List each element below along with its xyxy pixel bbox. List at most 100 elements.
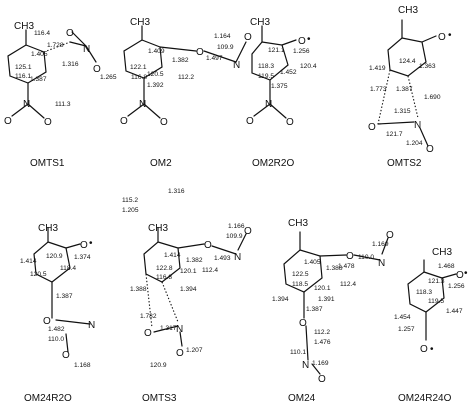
om24r2o-v9: 1.168 [74, 362, 91, 369]
omts1-nitro-o1 [27, 103, 45, 119]
om24r2o-v7: 1.482 [48, 326, 65, 333]
structure-om24: CH3 O N O O N O 1.169 110.0 1.478 1.405 … [272, 218, 394, 404]
om24r24o-v7: 1.454 [394, 314, 411, 321]
om24r2o-on-bond [55, 319, 91, 325]
omts1-nitro-o1-label: O [44, 117, 52, 128]
om24r2o-v1: 120.9 [46, 253, 63, 260]
om24-o-label: O [346, 251, 354, 262]
om2-v8: 120.5 [147, 71, 164, 78]
om24-v1: 1.169 [372, 241, 389, 248]
om24-n-label: N [378, 258, 385, 269]
om2r2o-nitro-o2 [253, 103, 271, 117]
omts3-v6: 122.8 [156, 265, 173, 272]
omts3-ch3-label: CH3 [148, 223, 168, 234]
om2-v10: 112.2 [178, 74, 194, 81]
omts3-lower-no-bond [179, 331, 183, 347]
om24r2o-co-bond [65, 243, 81, 249]
om24r2o-o2-label: O [43, 316, 51, 327]
omts2-v1: 124.4 [399, 58, 416, 65]
om24-v8: 120.1 [314, 285, 331, 292]
om24-lower-no-bond [311, 363, 321, 375]
om2-nitro-o2 [127, 103, 145, 117]
omts1-no-bond-a [85, 45, 97, 63]
om2-caption: OM2 [150, 158, 172, 169]
floating-value-1205: 1.205 [122, 207, 139, 214]
om24r2o-n-label: N [88, 320, 95, 331]
omts3-lower-on-bond [153, 325, 179, 333]
om24-n2-label: N [302, 360, 309, 371]
om2r2o-co-bond [281, 39, 297, 46]
om24-v10: 112.4 [340, 281, 356, 288]
omts1-ch3-label: CH3 [14, 21, 34, 32]
omts3-v15: 1.207 [186, 347, 203, 354]
om24-co-bond [319, 254, 347, 257]
om24r2o-v3: 1.414 [20, 258, 37, 265]
om24r2o-o3-label: O [62, 350, 70, 361]
structure-om24r24o: CH3 O • O • 1.468 121.3 1.256 118.3 119.… [394, 247, 468, 404]
structure-omts3: CH3 O N O O N O 1.166 109.9 1.493 1.414 … [130, 223, 252, 404]
om2r2o-caption: OM2R2O [252, 158, 294, 169]
omts1-nitro-n-label: N [23, 99, 30, 110]
om24r24o-o-label: O [456, 270, 464, 281]
omts3-v9: 1.394 [180, 286, 197, 293]
omts1-v1: 116.4 [34, 30, 50, 37]
omts2-v8: 121.7 [386, 131, 403, 138]
structure-om2r2o: CH3 O • N O O 121.1 1.256 118.3 119.5 1.… [246, 17, 317, 169]
om24r2o-radical-dot: • [89, 238, 93, 249]
omts3-co-bond [177, 243, 205, 249]
omts3-v14: 120.9 [150, 362, 167, 369]
om24-v9: 1.391 [318, 296, 335, 303]
om24-v4: 1.405 [304, 259, 321, 266]
omts3-caption: OMTS3 [142, 393, 177, 404]
om24r24o-v4: 118.3 [416, 289, 432, 296]
omts3-o-label: O [204, 240, 212, 251]
om24r2o-v5: 120.5 [30, 271, 47, 278]
omts2-o-label: O [438, 32, 446, 43]
omts2-v6: 1.315 [394, 108, 411, 115]
om24r2o-v2: 1.374 [74, 254, 91, 261]
om24r2o-v8: 110.0 [48, 336, 64, 343]
om2-nitro-n-label: N [139, 99, 146, 110]
floating-value-1152: 115.2 [122, 197, 138, 204]
omts2-dotted-right [407, 75, 419, 119]
omts3-v12: 1.782 [140, 313, 157, 320]
om24r24o-v5: 119.5 [428, 298, 444, 305]
omts1-o2-label: O [93, 64, 101, 75]
omts3-v2: 109.9 [226, 233, 243, 240]
om24-o3-label: O [299, 318, 307, 329]
om24r24o-v2: 121.3 [428, 278, 445, 285]
om24r24o-co-bond [441, 273, 457, 279]
structure-omts1: CH3 O N O N O O 116.4 1.728 1.405 125.1 … [4, 21, 117, 169]
omts2-caption: OMTS2 [387, 158, 422, 169]
om24r2o-no-bond [65, 333, 69, 353]
om24r24o-v1: 1.468 [438, 263, 455, 270]
om2-v7: 116.8 [131, 74, 147, 81]
om2r2o-v4: 119.5 [258, 73, 274, 80]
om2-v1: 1.164 [214, 33, 231, 40]
om24r2o-v6: 1.387 [56, 293, 73, 300]
omts3-dotted-right [161, 281, 179, 323]
om2r2o-o-label: O [298, 36, 306, 47]
omts2-v7: 1.690 [424, 94, 441, 101]
om2r2o-nitro-n-label: N [265, 99, 272, 110]
omts2-dotted-left [377, 69, 391, 125]
omts2-v2: 1.363 [419, 63, 436, 70]
omts1-o-label: O [66, 28, 74, 39]
omts3-o4-label: O [176, 348, 184, 359]
omts2-v9: 1.204 [406, 140, 423, 147]
omts2-radical-dot: • [448, 30, 452, 41]
omts1-dotted-bond [43, 41, 71, 53]
omts1-v7: 1.316 [62, 61, 79, 68]
omts1-v9: 111.3 [55, 101, 71, 108]
omts2-o3-label: O [426, 144, 434, 155]
omts2-on-bond [377, 121, 415, 125]
om2-nitro-o1-label: O [160, 117, 168, 128]
om24-v3: 1.478 [338, 263, 355, 270]
om24r24o-v3: 1.256 [448, 283, 465, 290]
om24-caption: OM24 [288, 393, 316, 404]
om2r2o-v5: 1.452 [280, 69, 297, 76]
om24-v14: 1.476 [314, 339, 331, 346]
om2r2o-ch3-label: CH3 [250, 17, 270, 28]
omts1-n-label: N [83, 44, 90, 55]
